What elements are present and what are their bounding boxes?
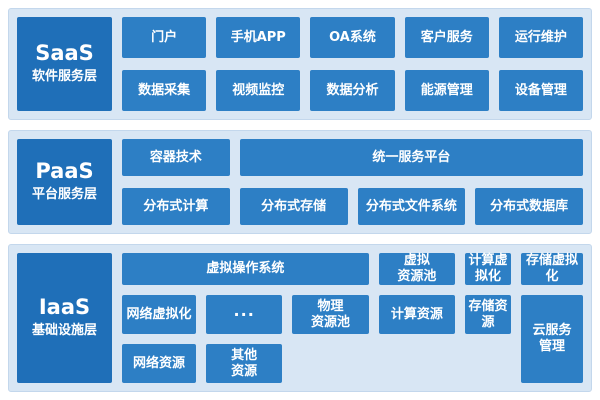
paas-name: PaaS [35,159,94,184]
iaas-item-storage-resources: 存储资源 [465,295,511,334]
paas-item-container-tech: 容器技术 [122,139,230,176]
saas-item-mobile-app: 手机APP [216,17,301,58]
paas-subtitle: 平台服务层 [31,187,97,203]
iaas-item-compute-resources: 计算资源 [378,295,455,334]
iaas-label: IaaS 基础设施层 [17,253,112,383]
paas-item-distributed-file-system: 分布式文件系统 [357,188,466,225]
iaas-item-ellipsis: ··· [206,295,283,334]
iaas-item-network-virtualization: 网络虚拟化 [122,295,196,334]
paas-items: 容器技术 统一服务平台 分布式计算 分布式存储 分布式文件系统 分布式数据库 [122,139,583,225]
iaas-item-compute-virtualization: 计算虚拟化 [465,253,511,285]
iaas-item-virtual-os: 虚拟操作系统 [122,253,369,285]
saas-item-oa-system: OA系统 [310,17,395,58]
saas-label: SaaS 软件服务层 [17,17,112,111]
iaas-item-storage-virtualization: 存储虚拟化 [521,253,583,285]
saas-item-data-collection: 数据采集 [122,70,207,111]
paas-label: PaaS 平台服务层 [17,139,112,225]
iaas-item-virtual-resource-pool: 虚拟 资源池 [378,253,455,285]
saas-subtitle: 软件服务层 [31,69,97,85]
paas-item-distributed-storage: 分布式存储 [239,188,348,225]
saas-item-device-management: 设备管理 [498,70,583,111]
iaas-item-physical-resource-pool: 物理 资源池 [292,295,369,334]
iaas-item-other-resources: 其他 资源 [206,344,283,383]
saas-item-data-analysis: 数据分析 [310,70,395,111]
saas-items: 门户 手机APP OA系统 客户服务 运行维护 数据采集 视频监控 数据分析 能… [122,17,583,111]
iaas-layer: IaaS 基础设施层 虚拟操作系统 虚拟 资源池 计算虚拟化 存储虚拟化 网络虚… [8,244,592,392]
paas-item-unified-service-platform: 统一服务平台 [239,139,583,176]
saas-item-portal: 门户 [122,17,207,58]
iaas-items: 虚拟操作系统 虚拟 资源池 计算虚拟化 存储虚拟化 网络虚拟化 ··· 云服务 … [122,253,583,383]
paas-item-distributed-computing: 分布式计算 [122,188,230,225]
paas-layer: PaaS 平台服务层 容器技术 统一服务平台 分布式计算 分布式存储 分布式文件… [8,130,592,234]
saas-item-customer-service: 客户服务 [404,17,489,58]
saas-item-energy-management: 能源管理 [404,70,489,111]
saas-layer: SaaS 软件服务层 门户 手机APP OA系统 客户服务 运行维护 数据采集 … [8,8,592,120]
saas-name: SaaS [35,41,94,66]
iaas-subtitle: 基础设施层 [31,323,97,339]
saas-item-video-monitoring: 视频监控 [216,70,301,111]
iaas-item-network-resources: 网络资源 [122,344,196,383]
iaas-name: IaaS [38,295,91,320]
paas-item-distributed-database: 分布式数据库 [475,188,583,225]
saas-item-operation-maintenance: 运行维护 [498,17,583,58]
iaas-item-cloud-service-management: 云服务 管理 [521,295,583,383]
